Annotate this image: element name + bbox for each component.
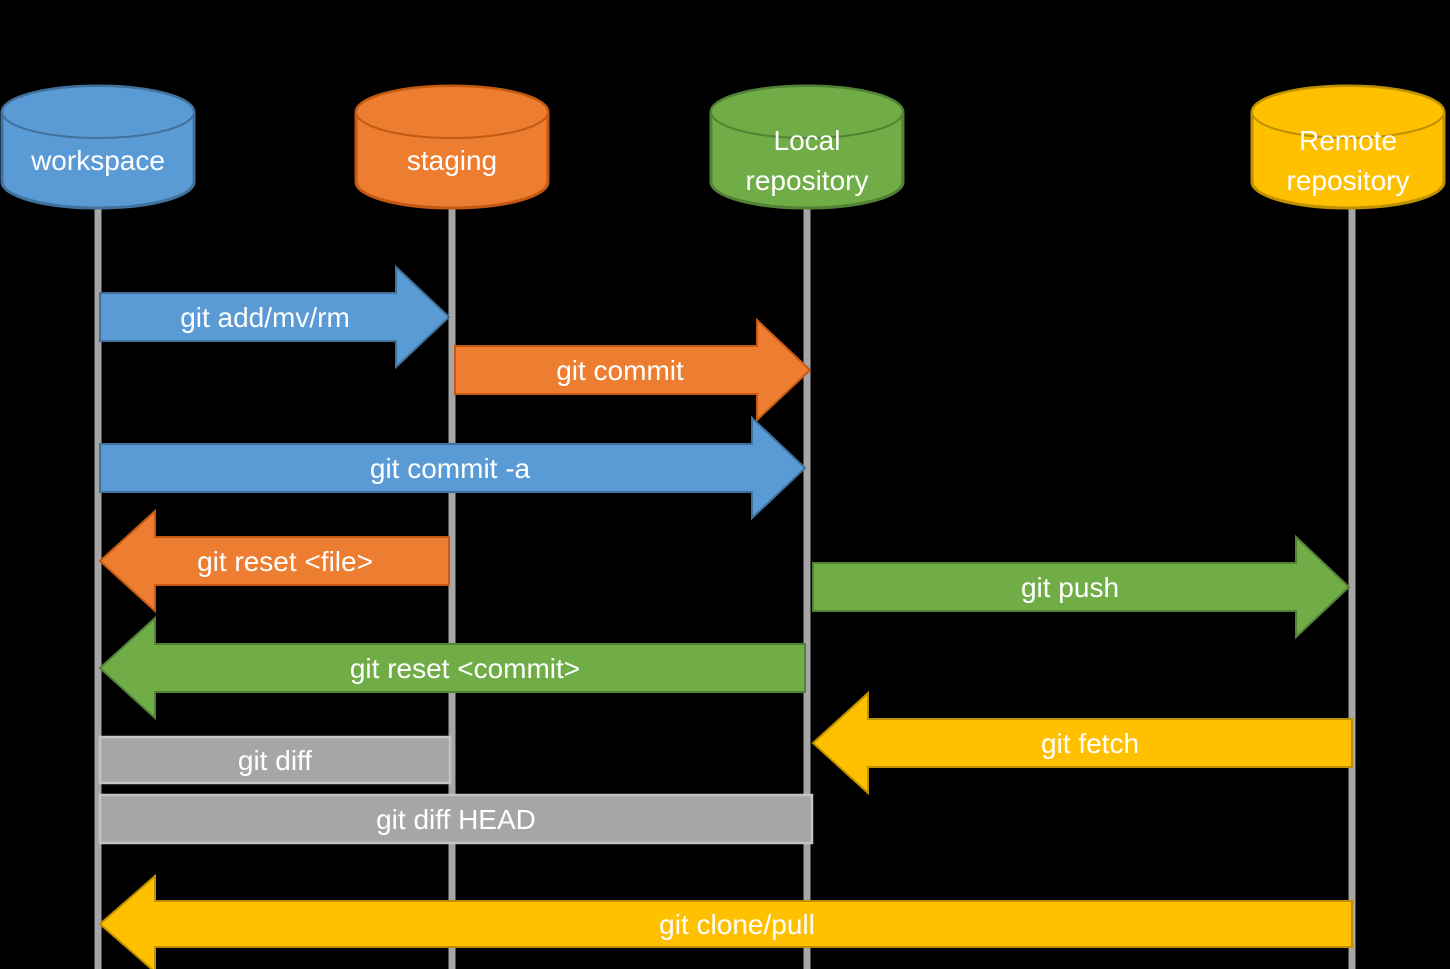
arrow-git-reset-file-label: git reset <file> bbox=[197, 546, 373, 577]
bar-git-diff: git diff bbox=[98, 735, 452, 785]
staging-cylinder-top bbox=[355, 85, 549, 139]
arrow-git-commit-a-shape bbox=[99, 415, 807, 521]
arrow-git-reset-commit-shape bbox=[98, 615, 806, 721]
arrow-git-commit-label: git commit bbox=[556, 355, 684, 386]
arrow-git-clone-pull-shape bbox=[98, 873, 1353, 969]
arrow-git-reset-file: git reset <file> bbox=[98, 508, 450, 614]
arrow-git-commit-shape bbox=[454, 317, 812, 423]
bar-git-diff-head-label: git diff HEAD bbox=[376, 804, 536, 835]
arrow-git-push-label: git push bbox=[1021, 572, 1119, 603]
local-repository-label-line1: Local bbox=[774, 125, 841, 156]
arrow-git-commit-a-label: git commit -a bbox=[370, 453, 531, 484]
remote-repository-cylinder-top bbox=[1251, 85, 1445, 139]
local-repository-node: Local repository bbox=[709, 84, 905, 210]
arrow-git-clone-pull: git clone/pull bbox=[98, 873, 1353, 969]
arrow-git-fetch: git fetch bbox=[811, 690, 1353, 796]
staging-node: staging bbox=[354, 84, 550, 210]
workspace-cylinder-top bbox=[1, 85, 195, 139]
workspace-node: workspace bbox=[0, 84, 196, 210]
arrow-git-add-mv-rm-shape bbox=[99, 264, 451, 370]
arrow-git-clone-pull-label: git clone/pull bbox=[659, 909, 815, 940]
workspace-label: workspace bbox=[30, 145, 165, 176]
bar-git-diff-head: git diff HEAD bbox=[98, 793, 814, 845]
arrow-git-commit-a: git commit -a bbox=[99, 415, 807, 521]
arrow-git-reset-commit-label: git reset <commit> bbox=[350, 653, 580, 684]
arrow-git-add-mv-rm: git add/mv/rm bbox=[99, 264, 451, 370]
local-repository-cylinder-top bbox=[710, 85, 904, 139]
remote-repository-lifeline bbox=[1348, 200, 1356, 969]
remote-repository-node: Remote repository bbox=[1250, 84, 1446, 210]
arrow-git-fetch-label: git fetch bbox=[1041, 728, 1139, 759]
bar-git-diff-head-shape bbox=[98, 793, 814, 845]
arrow-git-add-mv-rm-label: git add/mv/rm bbox=[180, 302, 350, 333]
local-repository-label-line2: repository bbox=[746, 165, 869, 196]
staging-lifeline bbox=[448, 200, 456, 969]
remote-repository-label-line1: Remote bbox=[1299, 125, 1397, 156]
remote-repository-label-line2: repository bbox=[1287, 165, 1410, 196]
arrow-git-reset-commit: git reset <commit> bbox=[98, 615, 806, 721]
arrow-git-commit: git commit bbox=[454, 317, 812, 423]
arrow-git-push-shape bbox=[812, 534, 1351, 640]
arrow-git-push: git push bbox=[812, 534, 1351, 640]
local-repository-lifeline bbox=[803, 200, 811, 969]
bar-git-diff-shape bbox=[98, 735, 452, 785]
bar-git-diff-label: git diff bbox=[238, 745, 312, 776]
staging-label: staging bbox=[407, 145, 497, 176]
arrow-git-reset-file-shape bbox=[98, 508, 450, 614]
arrow-git-fetch-shape bbox=[811, 690, 1353, 796]
workspace-lifeline bbox=[94, 200, 102, 969]
